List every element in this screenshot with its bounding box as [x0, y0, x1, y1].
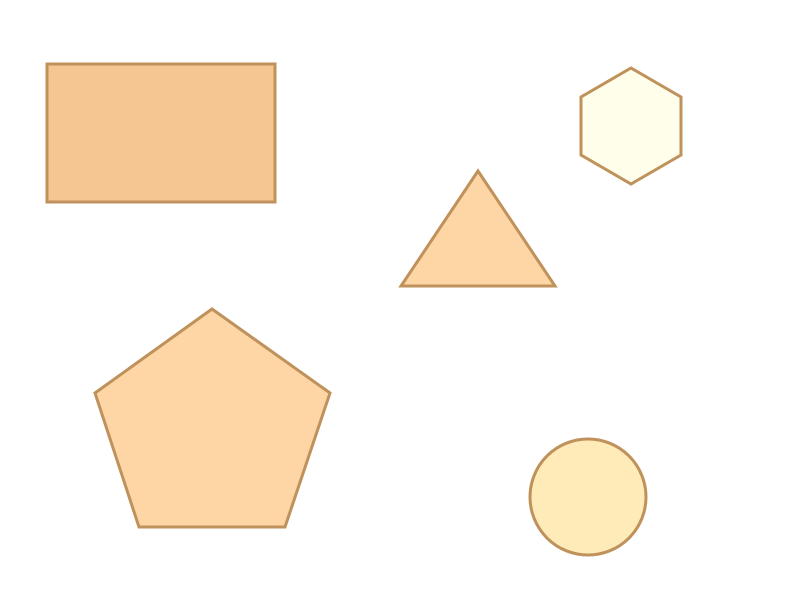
- rectangle-shape: [45, 62, 277, 204]
- hexagon-shape: [579, 66, 683, 186]
- triangle-shape: [398, 168, 558, 288]
- circle-shape: [528, 437, 648, 557]
- pentagon-shape: [93, 307, 332, 529]
